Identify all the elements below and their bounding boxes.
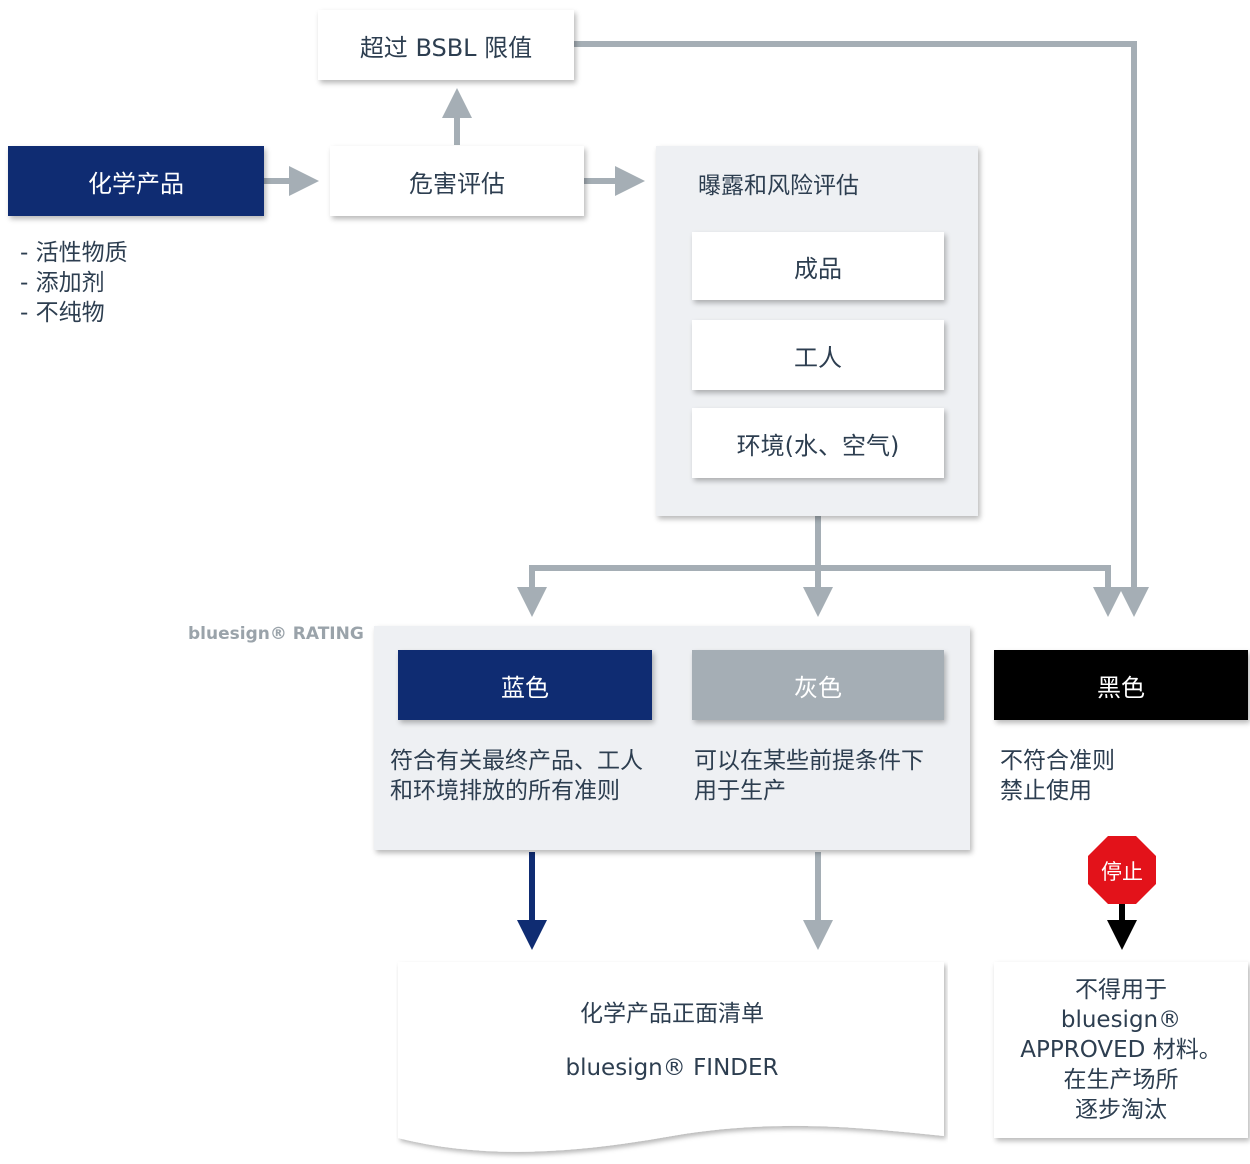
blue-description-line: 符合有关最终产品、工人 [390,748,643,774]
not-allowed-line: 不得用于 [1075,977,1167,1003]
hazard-assessment-label: 危害评估 [409,169,505,198]
not-allowed-line: APPROVED 材料。 [1020,1037,1222,1063]
rating-black-label: 黑色 [1097,673,1145,702]
blue-description-line: 和环境排放的所有准则 [390,778,620,804]
positive-list-title: 化学产品正面清单 [580,1001,764,1027]
exposure-item-product: 成品 [692,232,944,300]
rating-blue-label: 蓝色 [501,673,549,702]
rating-grey-label: 灰色 [794,673,842,702]
chemical-item: - 添加剂 [20,270,105,296]
chemical-items-list: - 活性物质 - 添加剂 - 不纯物 [20,238,128,328]
chemical-item: - 不纯物 [20,300,105,326]
chemical-products-box: 化学产品 [8,146,264,216]
stop-sign-icon [1088,836,1156,904]
rating-black-box: 黑色 [994,650,1248,720]
hazard-assessment-box: 危害评估 [330,146,584,216]
stop-label: 停止 [1101,860,1143,884]
exceeds-bsbl-box: 超过 BSBL 限值 [318,10,574,80]
black-description-line: 禁止使用 [1000,778,1092,804]
exposure-item-worker: 工人 [692,320,944,390]
exceeds-bsbl-label: 超过 BSBL 限值 [359,33,533,62]
exposure-item-label: 成品 [794,254,842,283]
grey-description: 可以在某些前提条件下 用于生产 [694,746,924,806]
chemical-item: - 活性物质 [20,240,128,266]
rating-blue-box: 蓝色 [398,650,652,720]
not-allowed-line: 在生产场所 [1063,1067,1179,1093]
rating-grey-box: 灰色 [692,650,944,720]
not-allowed-line: bluesign® [1060,1007,1182,1033]
document-shape [398,962,944,1152]
exposure-item-label: 环境(水、空气) [736,431,900,460]
not-allowed-box: 不得用于 bluesign® APPROVED 材料。 在生产场所 逐步淘汰 [994,962,1248,1138]
black-description-line: 不符合准则 [1000,748,1115,774]
not-allowed-line: 逐步淘汰 [1075,1097,1167,1123]
finder-label: bluesign® FINDER [565,1055,779,1081]
exposure-item-environment: 环境(水、空气) [692,408,944,478]
grey-description-line: 用于生产 [694,778,786,804]
exposure-title: 曝露和风险评估 [698,173,859,199]
exposure-item-label: 工人 [794,343,842,372]
chemical-products-label: 化学产品 [88,169,184,198]
blue-description: 符合有关最终产品、工人 和环境排放的所有准则 [390,746,643,806]
black-description: 不符合准则 禁止使用 [1000,746,1115,806]
grey-description-line: 可以在某些前提条件下 [694,748,924,774]
arrow-top-to-black [574,41,1149,617]
rating-label: bluesign® RATING [188,624,364,644]
